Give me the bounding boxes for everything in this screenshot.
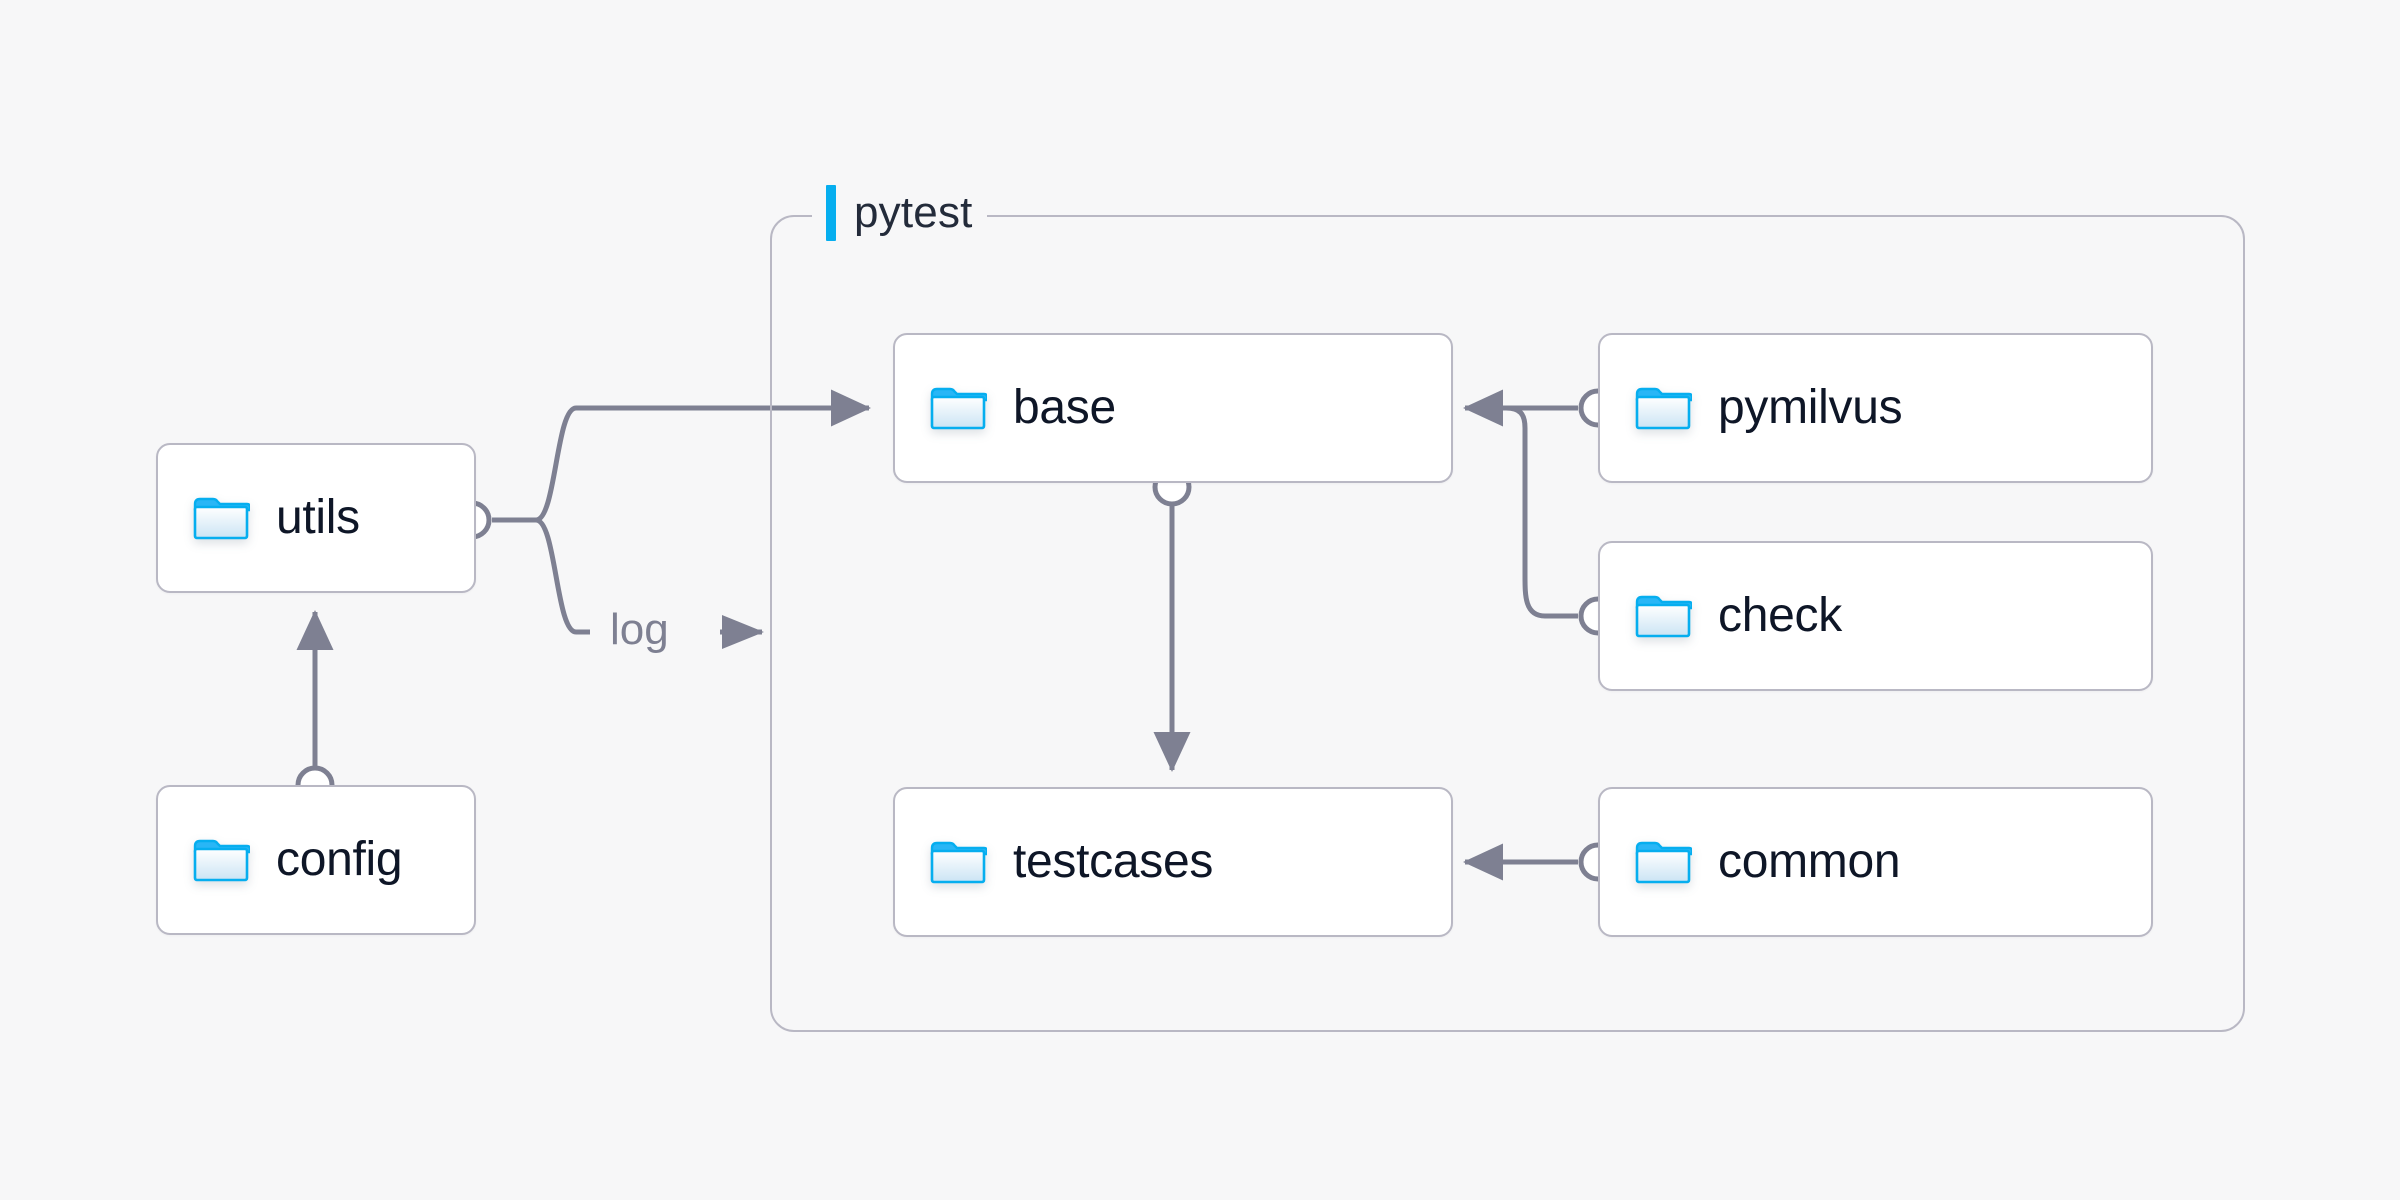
folder-icon	[1635, 841, 1692, 884]
node-label: check	[1718, 589, 1842, 642]
folder-icon	[193, 497, 250, 540]
folder-icon	[930, 841, 987, 884]
node-base[interactable]: base	[893, 333, 1453, 483]
node-pymilvus[interactable]: pymilvus	[1598, 333, 2153, 483]
node-label: pymilvus	[1718, 381, 1903, 434]
accent-bar-icon	[826, 185, 836, 241]
node-testcases[interactable]: testcases	[893, 787, 1453, 937]
node-label: base	[1013, 381, 1116, 434]
group-title-text: pytest	[854, 188, 973, 237]
group-pytest-label: pytest	[812, 185, 987, 241]
node-label: config	[276, 833, 403, 886]
group-pytest-container	[770, 215, 2245, 1032]
node-utils[interactable]: utils	[156, 443, 476, 593]
node-config[interactable]: config	[156, 785, 476, 935]
node-common[interactable]: common	[1598, 787, 2153, 937]
node-label: utils	[276, 491, 360, 544]
folder-icon	[930, 387, 987, 430]
node-label: testcases	[1013, 835, 1214, 888]
node-label: common	[1718, 835, 1901, 888]
node-check[interactable]: check	[1598, 541, 2153, 691]
folder-icon	[1635, 595, 1692, 638]
folder-icon	[1635, 387, 1692, 430]
folder-icon	[193, 839, 250, 882]
edge-label-log: log	[604, 608, 675, 652]
